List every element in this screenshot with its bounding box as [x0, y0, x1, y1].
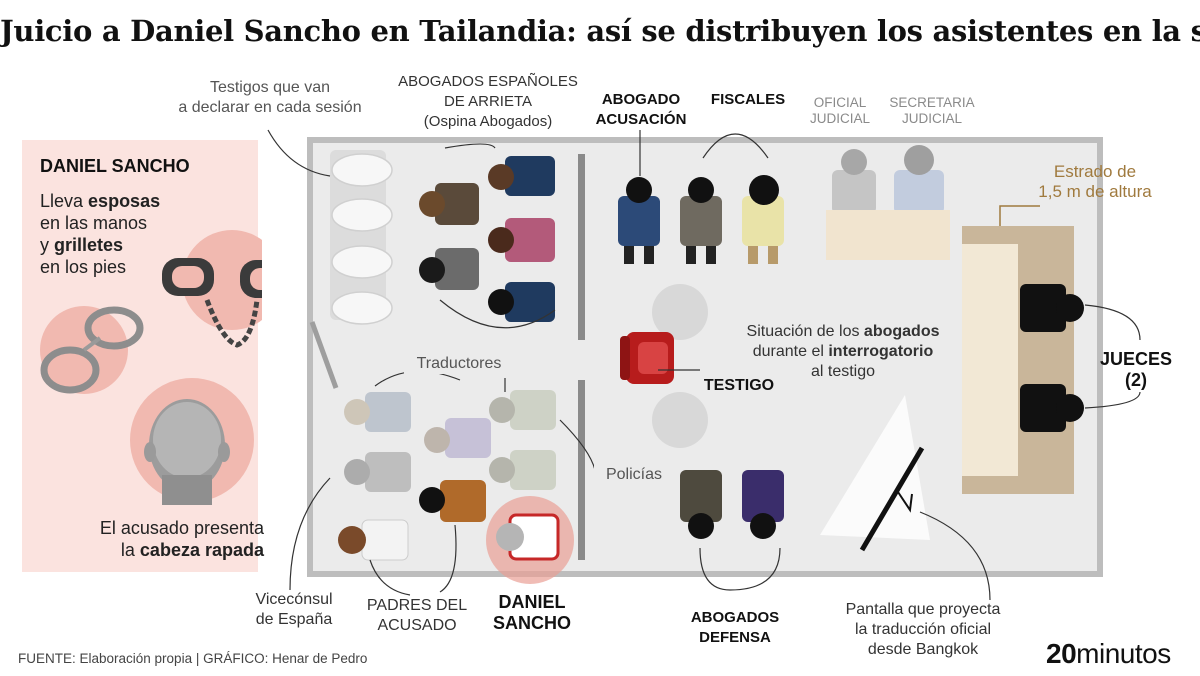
testigos-pointer [267, 129, 331, 177]
person-lawyer-2 [419, 248, 479, 290]
jueces-label: JUECES(2) [1099, 349, 1173, 390]
pantalla-pointer [919, 511, 991, 601]
person-police-2 [489, 450, 556, 490]
defensa-pointer [699, 547, 781, 591]
person-abogado-acusacion [618, 177, 660, 264]
traductores-label: Traductores [404, 354, 514, 374]
projector-icon [897, 491, 913, 513]
parents-seats [338, 480, 486, 561]
shackles-circle [182, 230, 262, 330]
witness-benches [330, 150, 393, 325]
divider-lower [578, 380, 585, 560]
padres-pointer-1 [369, 559, 411, 596]
page-title: Juicio a Daniel Sancho en Tailandia: así… [0, 14, 1200, 48]
lower-left-seats [344, 390, 556, 492]
person-oficial-judicial [832, 149, 876, 214]
handcuffs-icon [40, 306, 144, 394]
fiscales-label: FISCALES [710, 91, 786, 108]
jueces-pointer-2 [1084, 391, 1141, 409]
judges-desk [962, 244, 1018, 476]
person-fiscal-1 [680, 177, 722, 264]
person-secretaria-judicial [894, 145, 944, 214]
estrado-pointer [999, 205, 1040, 226]
person-daniel-sancho [496, 513, 560, 561]
viceconsul-pointer [289, 477, 331, 591]
lawyer-position-note: Situación de los abogados durante el int… [746, 323, 940, 380]
jueces-pointer-1 [1084, 304, 1141, 341]
testigo-label: TESTIGO [703, 377, 775, 394]
person-lawyer-4 [488, 218, 555, 262]
projection-screen [859, 446, 925, 552]
officials-desk [826, 210, 950, 260]
policias-label: Policías [594, 465, 674, 485]
defense-seats [680, 470, 784, 539]
person-fiscal-2 [742, 175, 784, 264]
person-lawyer-3 [488, 156, 555, 196]
person-judge-1 [1020, 284, 1084, 332]
person-judge-2 [1020, 384, 1084, 432]
projection-beam [820, 395, 930, 540]
fiscales-pointer [702, 133, 769, 159]
person-translator-2 [424, 418, 491, 458]
person-lawyer-5 [488, 282, 555, 322]
brand-logo: 20minutos [1046, 638, 1171, 669]
person-parent-1 [419, 480, 486, 522]
policias-pointer [559, 419, 596, 471]
person-vice-consul [338, 519, 409, 561]
accused-illustrations [40, 230, 262, 505]
spanish-lawyers-seats [419, 156, 555, 322]
person-lawyer-1 [419, 183, 479, 225]
door-icon [309, 321, 339, 389]
shackles-icon [162, 258, 262, 348]
accused-name-heading: DANIEL SANCHO [40, 156, 190, 176]
callout-lines [267, 129, 1141, 601]
prosecution-seats [618, 175, 784, 264]
person-bench-1 [344, 452, 411, 492]
witness-chair-icon [620, 332, 674, 384]
shaved-head-icon [144, 399, 230, 505]
person-police-1 [489, 390, 556, 430]
person-translator-1 [344, 392, 411, 432]
source-credit: FUENTE: Elaboración propia | GRÁFICO: He… [18, 651, 368, 666]
court-officials [832, 145, 944, 214]
person-defensa-1 [680, 470, 722, 539]
accused-restraints-text: Lleva esposas en las manos y grilletes e… [40, 191, 161, 277]
lawyer-position-lower [652, 392, 708, 448]
lawyer-position-upper [652, 284, 708, 340]
accused-shaved-head-text: El acusado presenta la cabeza rapada [99, 518, 264, 560]
divider-upper [578, 154, 585, 340]
person-defensa-2 [742, 470, 784, 539]
